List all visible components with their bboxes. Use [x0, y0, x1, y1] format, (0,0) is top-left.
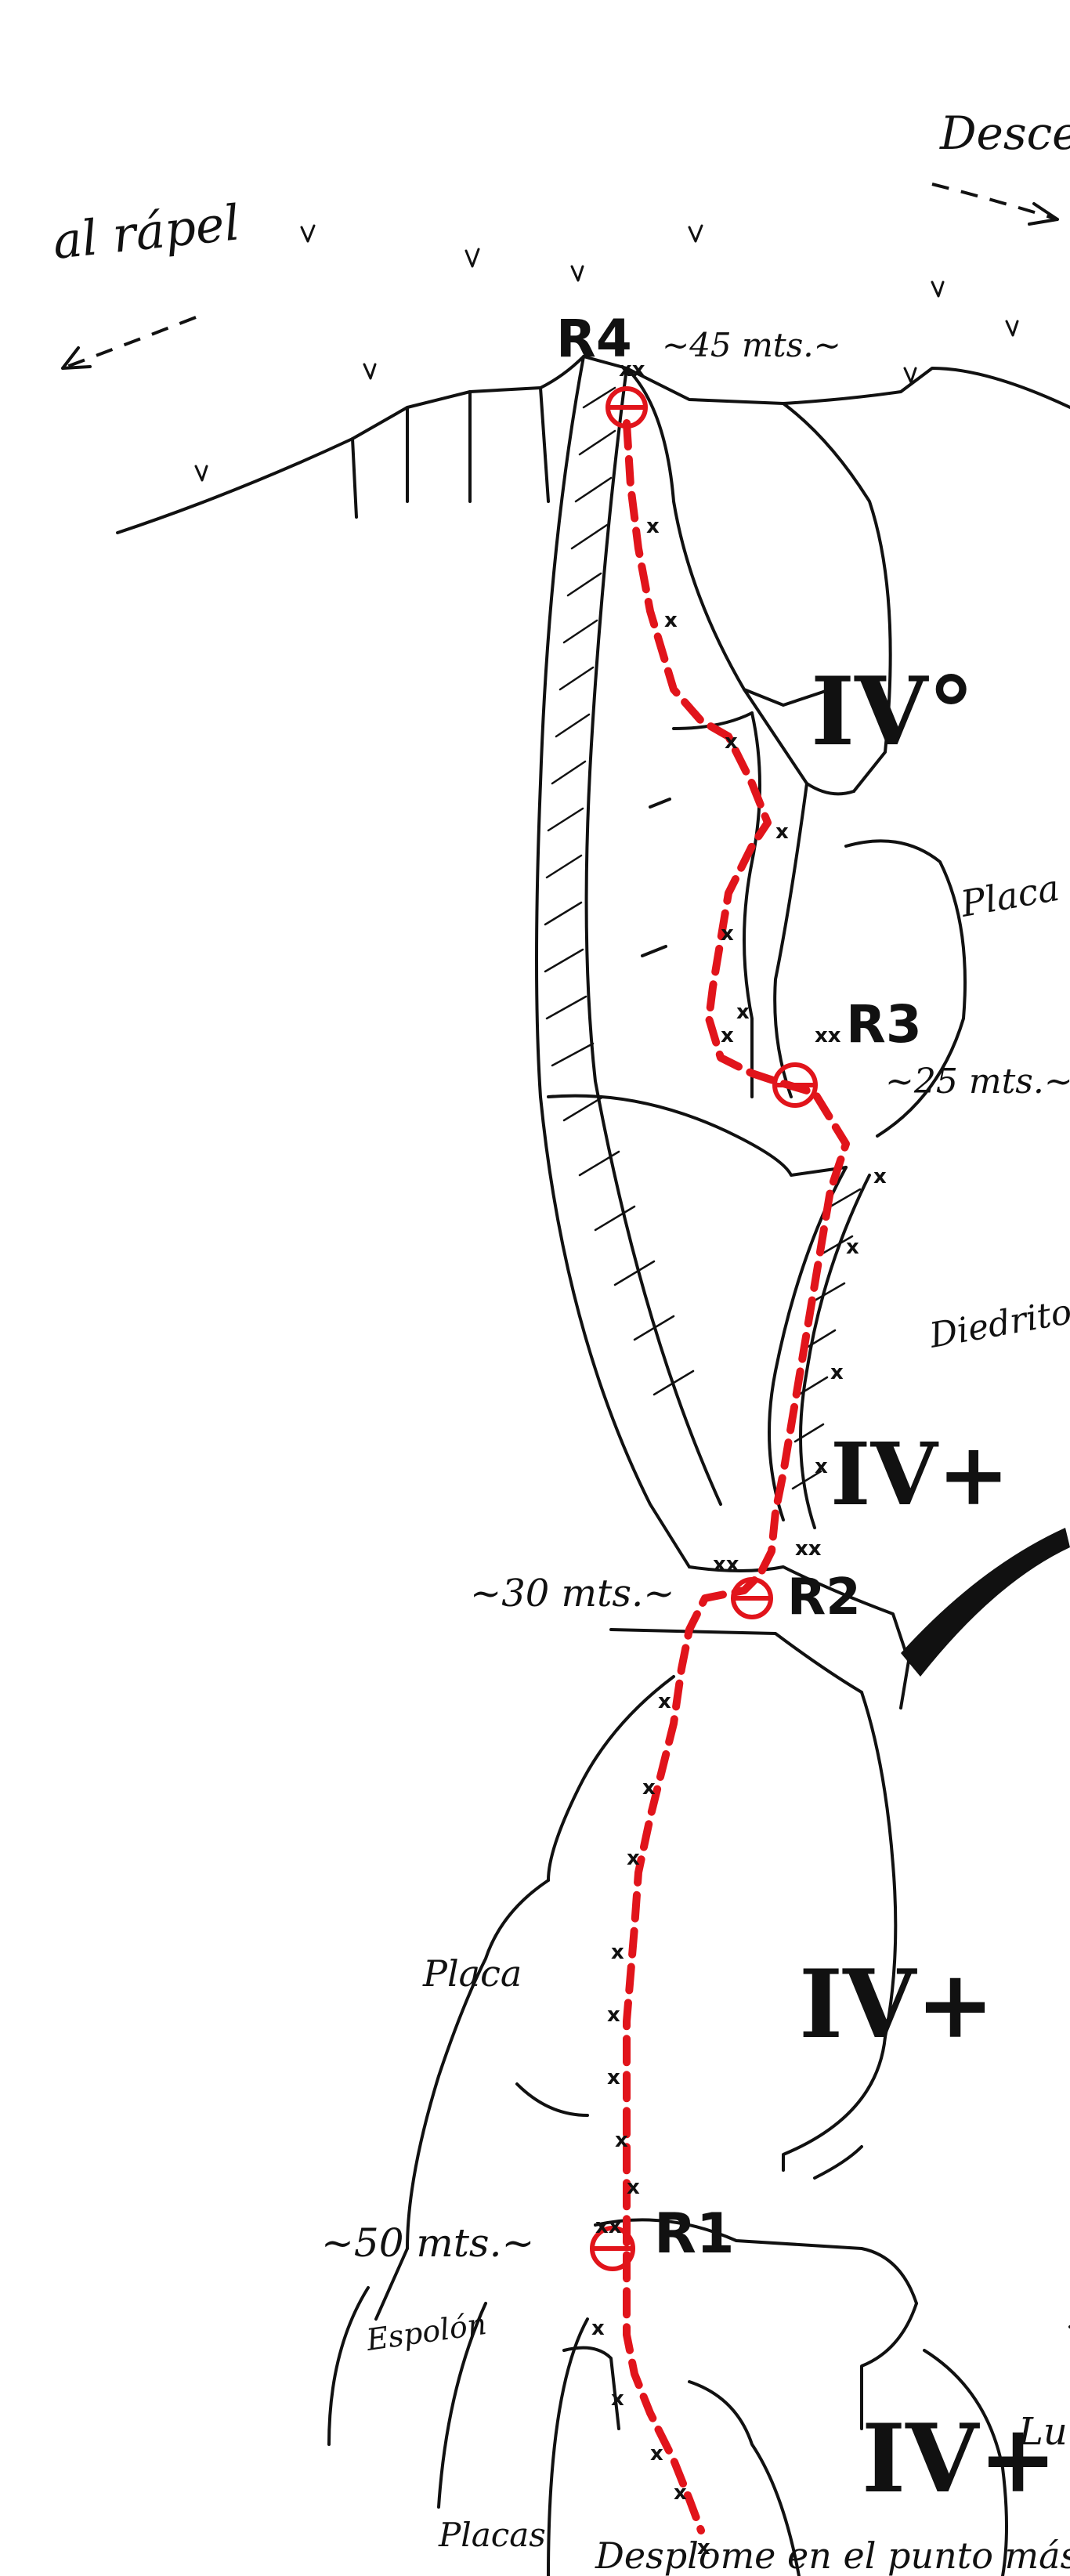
belay-r3-label: R3 [846, 994, 922, 1055]
svg-text:x: x [611, 2387, 624, 2411]
belay-r1-length: ~50 mts.~ [321, 2220, 534, 2266]
svg-text:x: x [721, 1024, 734, 1047]
grade-pitch2: IV+ [799, 1949, 995, 2060]
descent-arrow [932, 184, 1057, 224]
svg-text:x: x [607, 2003, 620, 2027]
descent-label: Desce [939, 107, 1070, 160]
belay-r1-label: R1 [654, 2202, 735, 2266]
summit-block-left [352, 388, 548, 517]
placas-label: Placas [438, 2516, 546, 2554]
svg-text:x: x [627, 2176, 640, 2199]
belay-r4-length: ~45 mts.~ [662, 326, 841, 364]
diedrito-label: Diedrito~adherenc [926, 1258, 1070, 1356]
belay-r3-length: ~25 mts.~ [885, 1062, 1070, 1102]
right-edge-label: Lu [1018, 2410, 1068, 2454]
svg-text:x: x [658, 1690, 671, 1713]
chimney-hatching [545, 388, 693, 1395]
svg-text:x: x [646, 515, 660, 538]
svg-text:x: x [830, 1361, 844, 1384]
rappel-arrow [63, 317, 196, 368]
grade-pitch4: IV° [811, 657, 974, 767]
svg-text:x: x [775, 820, 789, 844]
svg-text:x: x [607, 2066, 620, 2089]
svg-text:xx: xx [713, 1553, 739, 1576]
svg-text:x: x [725, 730, 738, 754]
svg-text:x: x [674, 2481, 687, 2505]
svg-text:x: x [736, 1000, 750, 1024]
grade-pitch3: IV+ [830, 1424, 1010, 1525]
overhang-roof [901, 1528, 1070, 1677]
svg-text:x: x [591, 2317, 605, 2340]
placa-fisurada-label: Placa fisurada [957, 838, 1070, 925]
svg-text:x: x [615, 2129, 628, 2152]
rappel-label: al rápel [50, 194, 243, 270]
grass-tufts [196, 226, 1070, 480]
bottom-note: Desplome en el punto más [595, 2534, 1070, 2576]
placa-label: Placa [422, 1952, 522, 1995]
svg-text:x: x [846, 1236, 859, 1259]
svg-text:x: x [611, 1941, 624, 1964]
svg-text:x: x [627, 1847, 640, 1870]
belay-r4-label: R4 [556, 309, 632, 369]
belay-r2-length: ~30 mts.~ [470, 1572, 674, 1615]
svg-text:xx: xx [595, 2215, 622, 2238]
svg-text:x: x [642, 1776, 656, 1800]
svg-text:x: x [815, 1455, 828, 1478]
svg-text:x: x [650, 2442, 663, 2466]
espolon-label: Espolón [363, 2306, 489, 2357]
svg-text:x: x [873, 1165, 887, 1189]
svg-text:xx: xx [795, 1537, 822, 1561]
svg-text:x: x [721, 922, 734, 946]
svg-text:xx: xx [815, 1024, 841, 1047]
svg-text:x: x [664, 609, 678, 632]
belay-r2-label: R2 [787, 1568, 861, 1626]
upper-rock-structure [537, 356, 965, 1567]
belay-r3 [775, 1065, 815, 1105]
